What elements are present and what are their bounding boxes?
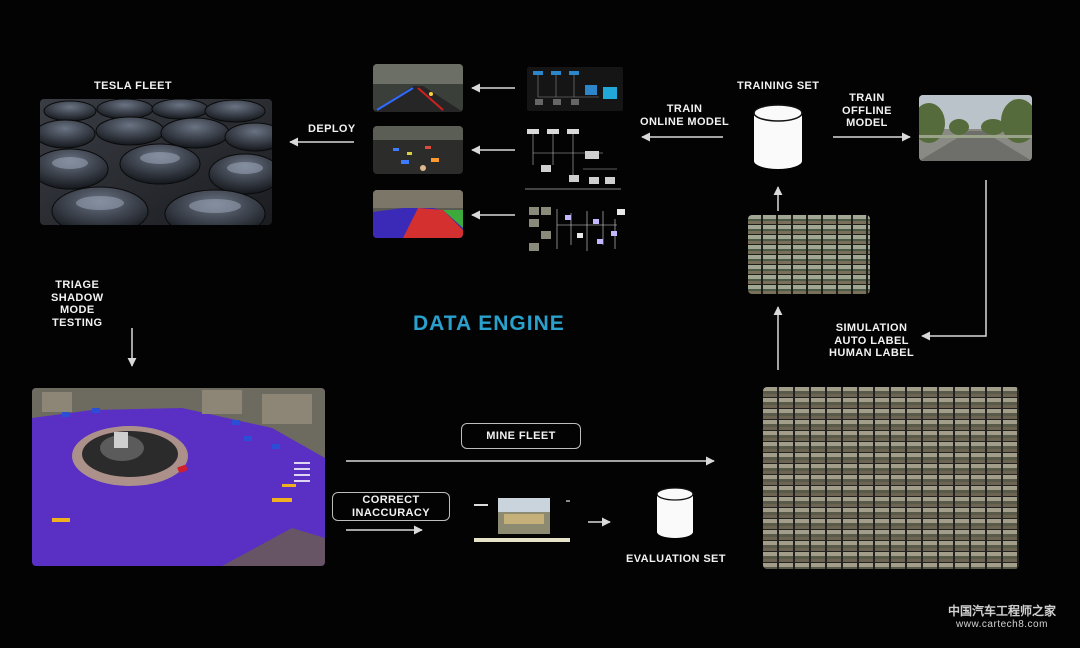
training-set-label: TRAINING SET [737, 80, 820, 92]
arrow-offline-to-simulation [921, 180, 987, 341]
model-output-objects-image [373, 126, 463, 174]
fleet-data-frames-grid-image [763, 387, 1019, 569]
watermark-logo-text: 中国汽车工程师之家 www.cartech8.com [932, 602, 1072, 630]
model-output-segmentation-image [373, 190, 463, 238]
triage-shadow-mode-testing-label: TRIAGE SHADOW MODE TESTING [51, 279, 104, 329]
network-architecture-diagram-2 [523, 125, 623, 193]
correct-inaccuracy-pill: CORRECT INACCURACY [332, 492, 450, 521]
network-architecture-diagram-1 [527, 67, 623, 111]
shadow-mode-scene-image [32, 388, 325, 566]
offline-model-road-image [919, 95, 1032, 161]
diagram-title: DATA ENGINE [413, 312, 565, 335]
watermark-line-1: 中国汽车工程师之家 [947, 604, 1056, 618]
watermark-line-2: www.cartech8.com [956, 619, 1048, 630]
evaluation-set-label: EVALUATION SET [626, 553, 726, 565]
training-set-database-icon [752, 104, 804, 170]
simulation-label: SIMULATION AUTO LABEL HUMAN LABEL [829, 322, 915, 359]
model-output-lanes-image [373, 64, 463, 112]
train-online-model-label: TRAIN ONLINE MODEL [640, 103, 730, 128]
evaluation-set-database-icon [655, 487, 695, 539]
deploy-label: DEPLOY [308, 123, 356, 135]
labeled-frames-grid-image [748, 215, 870, 294]
mine-fleet-pill: MINE FLEET [461, 423, 581, 449]
evaluation-screen-image [474, 496, 570, 544]
network-architecture-diagram-3 [527, 205, 627, 253]
tesla-fleet-image [40, 99, 272, 225]
tesla-fleet-label: TESLA FLEET [94, 80, 172, 92]
train-offline-model-label: TRAIN OFFLINE MODEL [842, 92, 892, 129]
